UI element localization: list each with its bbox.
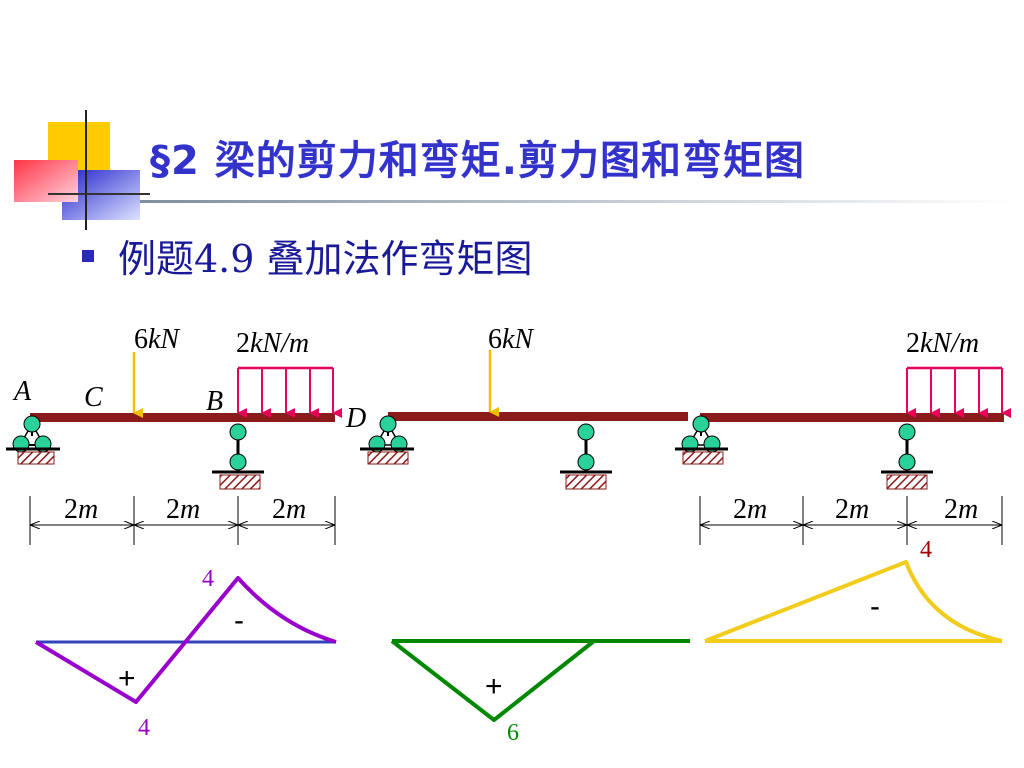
dim-label-3b: 2m: [835, 494, 869, 525]
page-title: §2 梁的剪力和弯矩.剪力图和弯矩图: [150, 138, 805, 184]
moment-sign-positive-2: +: [485, 670, 503, 703]
pin-support-left-3: [675, 415, 728, 465]
dim-label-3: 2m: [272, 494, 306, 525]
distributed-load-label: 2kN/m: [236, 328, 309, 359]
pin-support-a: [6, 415, 60, 465]
dim-label-3a: 2m: [733, 494, 767, 525]
moment-diagram-load: - 4: [704, 537, 1003, 643]
moment-sign-positive-1: +: [118, 662, 136, 695]
moment-value-min: 4: [138, 715, 150, 741]
dimension-lines-main: [29, 496, 336, 545]
bullet-icon: [82, 250, 94, 262]
moment-diagram-combined: + - 4 4: [34, 566, 337, 741]
distributed-load-label-3: 2kN/m: [906, 328, 979, 359]
beam-force-bar: [388, 412, 688, 421]
beam-main: A C B D 6kN 2kN/m 2m 2m 2m: [6, 324, 366, 545]
page-subtitle: 例题4.9 叠加法作弯矩图: [118, 237, 533, 281]
moment-value-max: 4: [202, 566, 214, 592]
label-point-d: D: [345, 403, 366, 434]
point-load-label-2: 6kN: [488, 324, 534, 355]
moment-sign-negative-1: -: [234, 604, 244, 637]
dim-label-1: 2m: [64, 494, 98, 525]
label-point-a: A: [12, 376, 32, 407]
beam-load-only: 2kN/m 2m 2m 2m: [675, 328, 1011, 545]
moment-value-load: 4: [920, 537, 932, 563]
moment-curve-combined: [34, 576, 337, 704]
beam-force-only: 6kN: [360, 324, 688, 490]
pin-support-left-2: [360, 415, 414, 465]
roller-support-2: [560, 423, 612, 490]
moment-sign-negative-3: -: [870, 590, 880, 623]
dim-label-2: 2m: [166, 494, 200, 525]
roller-support-3: [881, 423, 933, 490]
distributed-load-3: [906, 366, 1011, 418]
distributed-load: [237, 366, 342, 418]
title-decoration: [14, 110, 150, 230]
moment-value-peak: 6: [507, 720, 519, 746]
moment-curve-force: [390, 639, 596, 722]
dim-label-3c: 2m: [944, 494, 978, 525]
beam-main-bar: [30, 413, 335, 422]
label-point-b: B: [206, 386, 223, 417]
moment-diagram-force: + 6: [390, 639, 690, 746]
label-point-c: C: [84, 382, 103, 413]
roller-support-b: [212, 423, 264, 490]
moment-curve-load: [704, 560, 1003, 643]
title-underline: [140, 200, 1020, 203]
point-load-label: 6kN: [134, 324, 180, 355]
dimension-lines-3: [699, 496, 1003, 545]
beam-load-bar: [700, 413, 1004, 422]
